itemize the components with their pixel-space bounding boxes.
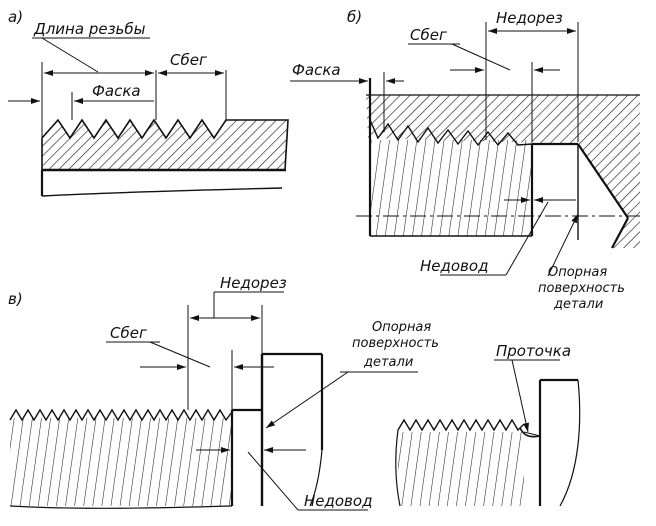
panel-a-bolt-section <box>41 118 289 171</box>
panel-c-part-break <box>309 449 323 507</box>
panel-b-tag: б) <box>347 8 362 26</box>
panel-c-groove-bottom-line <box>523 431 541 437</box>
panel-b-support-leader <box>547 213 579 277</box>
panel-a-thread-length-label: Длина резьбы <box>33 20 146 38</box>
panel-c-thread-bottom <box>9 505 233 509</box>
panel-b-runout-leader <box>451 43 511 71</box>
panel-c-groove-cut <box>519 427 541 438</box>
panel-c-groove-leader <box>511 359 529 433</box>
panel-b-thread-body <box>370 140 532 236</box>
panel-c-thread-body <box>10 418 232 506</box>
panel-c-groove-left-break <box>395 429 401 507</box>
panel-b-support-label-3: детали <box>553 297 603 312</box>
panel-a: а) Длина резьбы Сбег Фаска <box>8 8 289 197</box>
panel-b-cone-upper <box>577 143 629 219</box>
panel-c-groove-thread-body <box>398 432 524 506</box>
panel-b-undercut-label: Недорез <box>496 9 563 27</box>
panel-b-nedovod-label: Недовод <box>420 257 488 275</box>
panel-c-thread-crest-line <box>9 408 233 422</box>
panel-b-nedovod-leader <box>505 201 549 276</box>
panel-a-break-line <box>41 187 283 197</box>
panel-b-chamfer-label: Фаска <box>292 61 341 79</box>
panel-c-nedovod-label: Недовод <box>304 492 372 510</box>
panel-b-support-label-2: поверхность <box>538 281 625 296</box>
panel-a-thread-length-leader <box>41 37 99 73</box>
panel-c-support-label-3: детали <box>363 355 413 370</box>
panel-c-support-leader <box>265 371 349 429</box>
panel-c-support-label-2: поверхность <box>352 336 439 351</box>
panel-c-groove-label: Проточка <box>496 342 571 360</box>
panel-c-runout-leader <box>149 341 211 368</box>
panel-b-support-label-1: Опорная <box>548 265 607 280</box>
panel-c: в) Недорез Сбег Опорная поверхность дет <box>8 274 581 511</box>
panel-b-cone-lower <box>611 217 629 249</box>
panel-b-runout-label: Сбег <box>410 26 447 44</box>
panel-a-tag: а) <box>8 8 23 26</box>
panel-c-support-label-1: Опорная <box>372 320 431 335</box>
panel-b: б) Недорез Сбег Фаска <box>290 8 640 312</box>
panel-c-tag: в) <box>8 290 23 308</box>
panel-a-runout-label: Сбег <box>170 51 207 69</box>
panel-a-chamfer-label: Фаска <box>92 82 141 100</box>
panel-b-nut-section <box>366 95 640 248</box>
panel-c-nedovod-leader <box>247 451 299 511</box>
panel-c-runout-label: Сбег <box>110 324 147 342</box>
panel-c-groove-crest-line <box>397 418 525 432</box>
panel-c-groove-right-break <box>559 379 581 507</box>
panel-c-undercut-label: Недорез <box>220 274 287 292</box>
